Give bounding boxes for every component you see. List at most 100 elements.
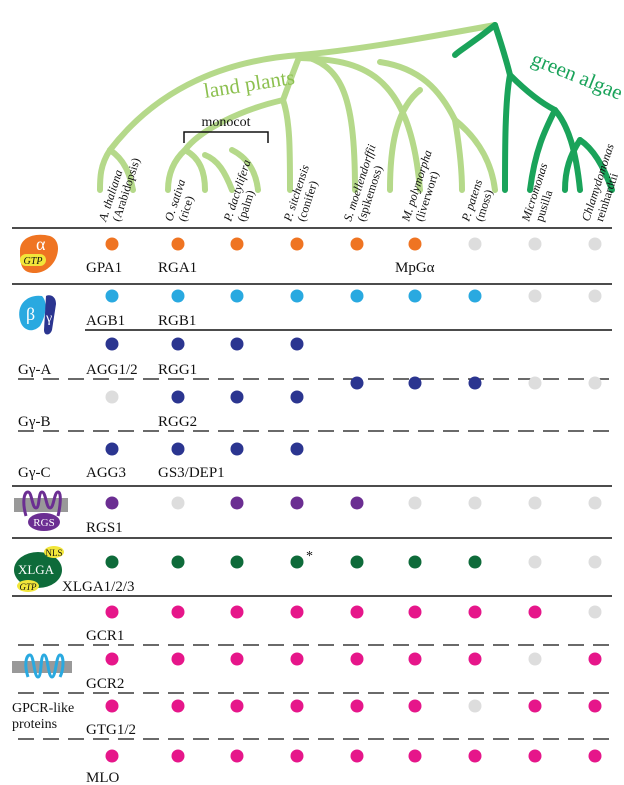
presence-dot: [350, 289, 364, 303]
gene-label: AGG3: [86, 465, 126, 481]
presence-dot: [350, 652, 364, 666]
presence-dot: [290, 496, 304, 510]
presence-dot: [408, 496, 422, 510]
beta-symbol: β: [26, 304, 35, 324]
presence-dot: [588, 289, 602, 303]
presence-dot: [468, 699, 482, 713]
presence-dot: [588, 652, 602, 666]
presence-dot: [468, 605, 482, 619]
row-label: Gγ-B: [18, 414, 50, 430]
presence-dot: [528, 605, 542, 619]
presence-dot: [408, 699, 422, 713]
presence-dot: [105, 496, 119, 510]
presence-dot: [290, 605, 304, 619]
presence-dot: [230, 237, 244, 251]
taxon-label: M. polymorpha(liverwort): [398, 148, 447, 228]
gene-label: XLGA1/2/3: [62, 579, 135, 595]
gamma-symbol: γ: [45, 311, 52, 326]
presence-dot: [290, 699, 304, 713]
presence-dot: [408, 749, 422, 763]
presence-dot: [105, 749, 119, 763]
presence-dot: [468, 376, 482, 390]
presence-dot: [528, 237, 542, 251]
land-plant-branches: [97, 22, 498, 193]
taxon-label: S. moellendorffii(spikemoss): [341, 143, 391, 227]
monocot-label: monocot: [202, 115, 251, 130]
presence-dot: [588, 555, 602, 569]
gene-label: RGG1: [158, 362, 197, 378]
presence-dot: [528, 496, 542, 510]
presence-dot: [468, 555, 482, 569]
presence-dot: [350, 699, 364, 713]
presence-dot: [468, 289, 482, 303]
presence-dot: [468, 749, 482, 763]
green-algae-label: green algae: [528, 46, 624, 104]
presence-dot: [588, 605, 602, 619]
presence-dot: [105, 337, 119, 351]
alpha-gtp-label: GTP: [24, 256, 43, 267]
presence-dot: [528, 699, 542, 713]
row-label: Gγ-A: [18, 362, 51, 378]
gene-label: RGB1: [158, 313, 196, 329]
presence-dot: [350, 749, 364, 763]
presence-dot: [290, 442, 304, 456]
presence-dot: [290, 237, 304, 251]
presence-dot: [588, 749, 602, 763]
presence-dot: [408, 652, 422, 666]
presence-dot: [350, 555, 364, 569]
gene-label: MLO: [86, 770, 120, 785]
presence-dot: [468, 496, 482, 510]
gene-label: GS3/DEP1: [158, 465, 225, 481]
presence-dot: [230, 749, 244, 763]
presence-dot: [408, 605, 422, 619]
presence-dot: [528, 289, 542, 303]
presence-dot: [408, 237, 422, 251]
gene-label: RGG2: [158, 414, 197, 430]
presence-dot: [105, 699, 119, 713]
presence-dot: [290, 652, 304, 666]
presence-dot: [105, 289, 119, 303]
presence-dot: [105, 390, 119, 404]
footnote-mark: *: [306, 549, 313, 564]
presence-dot: [230, 390, 244, 404]
presence-dot: [350, 237, 364, 251]
gene-label: AGG1/2: [86, 362, 138, 378]
gene-label: GCR2: [86, 676, 124, 692]
presence-dot: [290, 555, 304, 569]
xlga-icon: NLS XLGA GTP: [14, 546, 64, 592]
presence-dot: [588, 376, 602, 390]
presence-dot: [408, 289, 422, 303]
presence-dot: [230, 699, 244, 713]
presence-dot: [528, 749, 542, 763]
xlga-gtp-label: GTP: [19, 582, 37, 592]
presence-dot: [528, 555, 542, 569]
presence-dot: [290, 289, 304, 303]
presence-dot: [171, 555, 185, 569]
phylogenetic-tree: [97, 22, 615, 193]
taxon-label: Chlamydomonasreinhardtii: [579, 142, 624, 227]
presence-dot: [350, 496, 364, 510]
presence-dot: [290, 749, 304, 763]
gene-label: GTG1/2: [86, 722, 136, 738]
presence-dot: [230, 555, 244, 569]
presence-dot: [350, 376, 364, 390]
presence-dot: [171, 289, 185, 303]
presence-dot: [105, 442, 119, 456]
gene-label: RGA1: [158, 260, 197, 276]
presence-dot: [105, 605, 119, 619]
presence-dot: [230, 289, 244, 303]
presence-dot: [408, 555, 422, 569]
gene-label: MpGα: [395, 260, 435, 276]
presence-dot: [171, 699, 185, 713]
presence-dot: [230, 652, 244, 666]
alpha-symbol: α: [36, 234, 46, 254]
presence-dot: [230, 496, 244, 510]
xlga-icon-label: XLGA: [18, 562, 55, 577]
presence-dot: [230, 605, 244, 619]
g-beta-gamma-icon: β γ: [19, 295, 56, 335]
presence-dot: [105, 652, 119, 666]
gpcr-caption-line1: GPCR-like: [12, 701, 74, 716]
gene-label: RGS1: [86, 520, 123, 536]
